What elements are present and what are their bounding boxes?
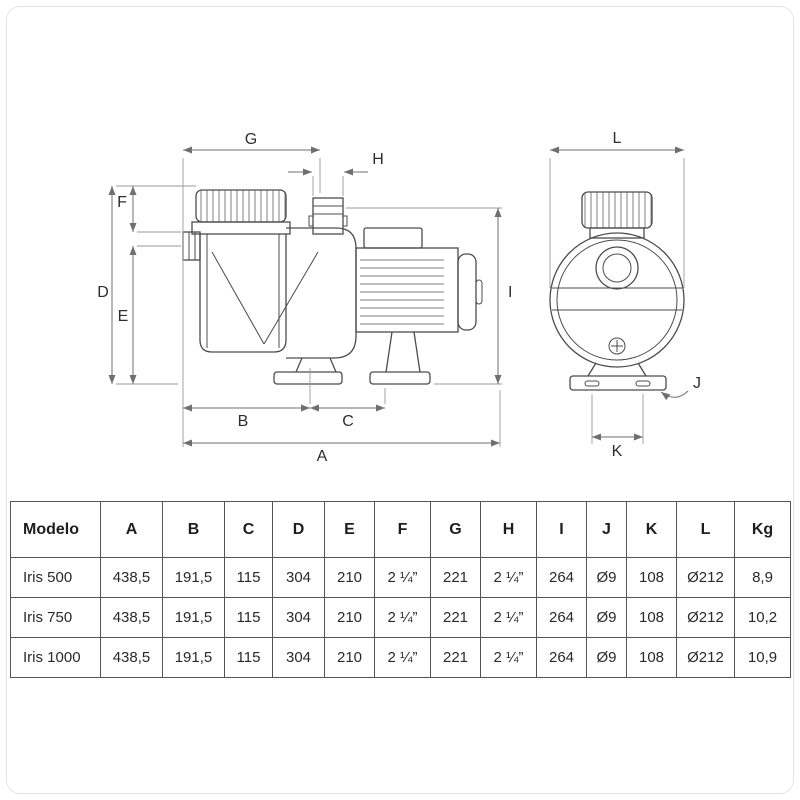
- cell: 2 ¼”: [480, 597, 537, 638]
- motor-end-bell: [457, 253, 477, 331]
- cell: 221: [430, 557, 481, 598]
- cell: 210: [324, 557, 375, 598]
- header-j: J: [586, 501, 627, 558]
- cell: 304: [272, 557, 325, 598]
- cell: 2 ¼”: [374, 557, 431, 598]
- table-row: Iris 1000 438,5 191,5 115 304 210 2 ¼” 2…: [10, 637, 791, 678]
- cell: 264: [536, 637, 587, 678]
- header-c: C: [224, 501, 273, 558]
- header-g: G: [430, 501, 481, 558]
- pump-feet: [273, 331, 431, 385]
- cell: Ø9: [586, 637, 627, 678]
- cell: 438,5: [100, 597, 163, 638]
- technical-drawing: G H F D E I B C A: [97, 130, 701, 465]
- cell: Ø212: [676, 637, 735, 678]
- cell: Ø9: [586, 597, 627, 638]
- basket-line: [263, 251, 319, 345]
- cell: 304: [272, 597, 325, 638]
- pump-body-circle: [549, 232, 685, 368]
- leader-J: [660, 390, 689, 401]
- terminal-box: [363, 227, 423, 249]
- cell: 191,5: [162, 597, 225, 638]
- front-lid: [581, 191, 653, 229]
- header-kg: Kg: [734, 501, 791, 558]
- drain-plug: [608, 337, 626, 355]
- dim-label-B: B: [238, 413, 249, 430]
- dim-label-J: J: [693, 375, 701, 392]
- cell: 108: [626, 637, 677, 678]
- header-b: B: [162, 501, 225, 558]
- prefilter-pot: [199, 234, 287, 353]
- header-e: E: [324, 501, 375, 558]
- cell: 191,5: [162, 637, 225, 678]
- cell: 221: [430, 637, 481, 678]
- cell: 304: [272, 637, 325, 678]
- model-name: Iris 1000: [10, 637, 101, 678]
- pump-side-view: [182, 189, 483, 385]
- dim-label-C: C: [342, 413, 354, 430]
- dim-label-G: G: [245, 131, 257, 148]
- basket-line: [211, 251, 265, 345]
- cell: 10,2: [734, 597, 791, 638]
- cell: 191,5: [162, 557, 225, 598]
- front-base: [569, 362, 667, 391]
- header-d: D: [272, 501, 325, 558]
- header-i: I: [536, 501, 587, 558]
- pump-front-view: [549, 191, 685, 391]
- front-view-dimensions: L K J: [549, 130, 701, 460]
- cell: 438,5: [100, 557, 163, 598]
- model-name: Iris 500: [10, 557, 101, 598]
- cell: Ø212: [676, 597, 735, 638]
- cell: 264: [536, 597, 587, 638]
- sight-glass: [595, 246, 639, 290]
- cell: 115: [224, 597, 273, 638]
- model-name: Iris 750: [10, 597, 101, 638]
- cell: 210: [324, 597, 375, 638]
- side-view-dimensions: G H F D E I B C A: [97, 131, 512, 465]
- motor-body: [355, 227, 483, 333]
- header-modelo: Modelo: [10, 501, 101, 558]
- cell: Ø9: [586, 557, 627, 598]
- prefilter-lid: [195, 189, 287, 223]
- cell: 108: [626, 597, 677, 638]
- table-row: Iris 500 438,5 191,5 115 304 210 2 ¼” 22…: [10, 557, 791, 598]
- header-a: A: [100, 501, 163, 558]
- cell: 2 ¼”: [374, 597, 431, 638]
- dim-label-A: A: [317, 448, 328, 465]
- dim-label-L: L: [613, 130, 622, 147]
- discharge-port: [308, 197, 348, 235]
- header-l: L: [676, 501, 735, 558]
- cell: 115: [224, 557, 273, 598]
- dim-label-E: E: [118, 308, 129, 325]
- dimensions-table: Modelo A B C D E F G H I J K L Kg Iris 5…: [10, 501, 791, 678]
- pot-flange: [191, 221, 291, 235]
- cell: 2 ¼”: [374, 637, 431, 678]
- table-header-row: Modelo A B C D E F G H I J K L Kg: [10, 501, 791, 558]
- cell: 2 ¼”: [480, 637, 537, 678]
- header-h: H: [480, 501, 537, 558]
- dim-label-H: H: [372, 151, 384, 168]
- cell: Ø212: [676, 557, 735, 598]
- dim-label-D: D: [97, 284, 109, 301]
- cell: 210: [324, 637, 375, 678]
- header-k: K: [626, 501, 677, 558]
- cell: 8,9: [734, 557, 791, 598]
- volute-casing: [286, 227, 357, 359]
- cell: 438,5: [100, 637, 163, 678]
- cell: 2 ¼”: [480, 557, 537, 598]
- cell: 115: [224, 637, 273, 678]
- dim-label-F: F: [117, 194, 127, 211]
- cell: 221: [430, 597, 481, 638]
- inlet-port: [182, 231, 201, 261]
- cell: 10,9: [734, 637, 791, 678]
- table-row: Iris 750 438,5 191,5 115 304 210 2 ¼” 22…: [10, 597, 791, 638]
- dim-label-K: K: [612, 443, 623, 460]
- header-f: F: [374, 501, 431, 558]
- cell: 108: [626, 557, 677, 598]
- dim-label-I: I: [508, 284, 512, 301]
- cell: 264: [536, 557, 587, 598]
